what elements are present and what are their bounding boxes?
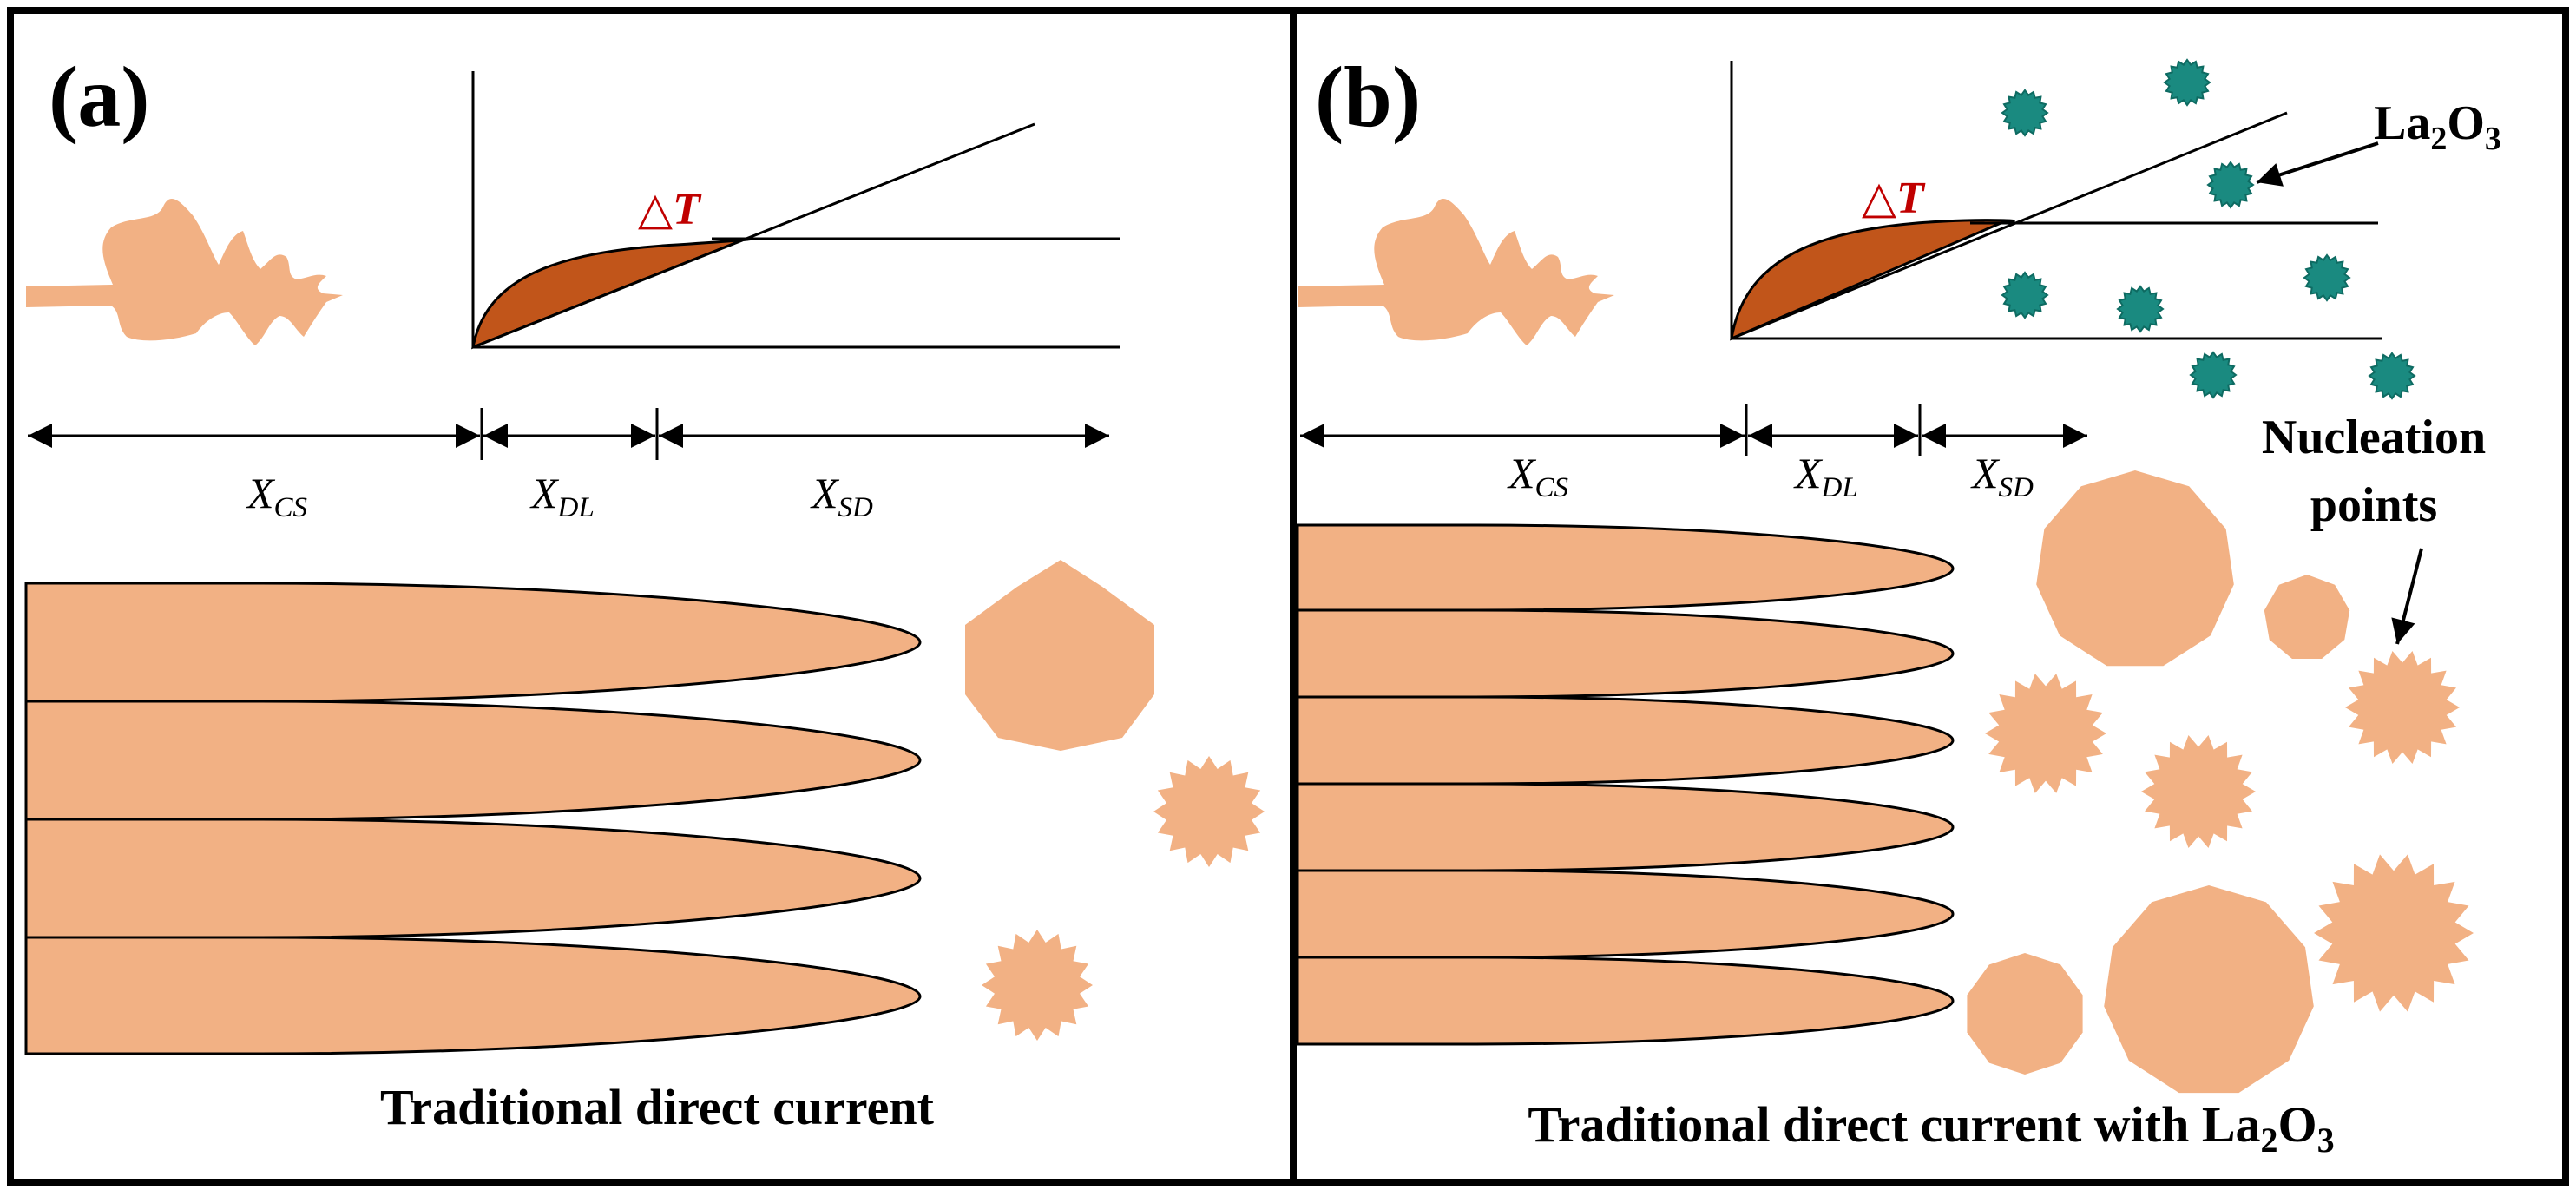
panel-a-columnar-dendrite bbox=[24, 700, 922, 821]
panel-b-la2o3-particle bbox=[2001, 271, 2049, 319]
la2o3-particle-shape bbox=[2189, 351, 2238, 399]
panel-b-temperature-line bbox=[1731, 111, 2288, 340]
panel-b-la2o3-particle bbox=[2189, 351, 2238, 399]
star-grain-shape bbox=[1985, 674, 2106, 793]
panel-b-border bbox=[1290, 7, 2569, 1186]
panel-b-columnar-dendrite bbox=[1296, 608, 1955, 699]
la2o3-particle-shape bbox=[2303, 253, 2351, 302]
panel-a-xdl-label: XDL bbox=[529, 469, 595, 523]
panel-b-equiaxed-grain bbox=[1967, 953, 2083, 1075]
panel-b-star-grain bbox=[1985, 674, 2106, 793]
panel-a-columnar-dendrites bbox=[24, 582, 922, 1055]
panel-b-la2o3-pointer bbox=[2256, 141, 2379, 187]
panel-b: (b) △T La2O3 XCS XDL XSD Nucleation bbox=[1290, 7, 2569, 1186]
panel-b-equiaxed-grain bbox=[2264, 575, 2350, 659]
panel-b-xcs-label: XCS bbox=[1507, 449, 1568, 503]
panel-a-delta-t: △T bbox=[638, 185, 702, 234]
panel-b-columnar-dendrite bbox=[1296, 782, 1955, 872]
panel-b-columnar-dendrites bbox=[1296, 523, 1955, 1046]
panel-a-columnar-dendrite bbox=[24, 582, 922, 703]
panel-b-equiaxed-grain bbox=[2036, 470, 2234, 667]
star-grain-shape bbox=[1153, 756, 1265, 867]
panel-a-caption: Traditional direct current bbox=[380, 1079, 935, 1135]
panel-a-xsd-label: XSD bbox=[810, 469, 873, 523]
panel-b-nucleation-pointer bbox=[2391, 548, 2423, 645]
panel-a-star-grain bbox=[982, 930, 1093, 1041]
polygon-grain-shape bbox=[2104, 885, 2314, 1094]
la2o3-particle-shape bbox=[2001, 89, 2049, 137]
panel-b-la2o3-particle bbox=[2368, 352, 2416, 400]
panel-b-columnar-dendrite bbox=[1296, 956, 1955, 1046]
panel-b-columnar-dendrite bbox=[1296, 695, 1955, 786]
polygon-grain-shape bbox=[2264, 575, 2350, 659]
la2o3-particle-shape bbox=[2368, 352, 2416, 400]
panel-a-star-grain bbox=[1153, 756, 1265, 867]
panel-b-la2o3-particle bbox=[2116, 285, 2165, 333]
panel-b-nucleation-label-line1: Nucleation bbox=[2262, 411, 2486, 464]
panel-b-caption: Traditional direct current with La2O3 bbox=[1528, 1096, 2334, 1160]
star-grain-shape bbox=[2345, 651, 2460, 764]
la2o3-particle-shape bbox=[2116, 285, 2165, 333]
panel-b-star-grain bbox=[2141, 735, 2256, 848]
star-grain-shape bbox=[2314, 854, 2474, 1012]
panel-b-xdl-label: XDL bbox=[1793, 449, 1858, 503]
star-grain-shape bbox=[2141, 735, 2256, 848]
panel-b-la2o3-particle bbox=[2206, 161, 2255, 209]
la2o3-particle-shape bbox=[2163, 58, 2211, 107]
panel-b-equiaxed-grain bbox=[2104, 885, 2314, 1094]
polygon-grain-shape bbox=[1967, 953, 2083, 1075]
panel-b-columnar-dendrite bbox=[1296, 869, 1955, 959]
star-grain-shape bbox=[982, 930, 1093, 1041]
panel-a-columnar-dendrite bbox=[24, 818, 922, 939]
panel-b-xsd-label: XSD bbox=[1970, 449, 2034, 503]
panel-b-star-grain bbox=[2314, 854, 2474, 1012]
panel-b-la2o3-particle bbox=[2303, 253, 2351, 302]
panel-b-undercooling-region bbox=[1730, 219, 2015, 341]
polygon-grain-shape bbox=[2036, 470, 2234, 667]
panel-b-small-dendrite bbox=[1298, 199, 1614, 345]
panel-a: (a) △T XCS XDL XSD Traditional dire bbox=[7, 7, 1297, 1186]
panel-a-small-dendrite bbox=[26, 199, 343, 345]
panel-b-nucleation-label-line2: points bbox=[2310, 478, 2437, 532]
panel-a-xcs-label: XCS bbox=[246, 469, 307, 523]
la2o3-particle-shape bbox=[2206, 161, 2255, 209]
panel-a-temperature-line bbox=[472, 122, 1035, 349]
panel-b-label: (b) bbox=[1315, 49, 1421, 145]
panel-a-equiaxed-grain bbox=[965, 560, 1154, 751]
panel-b-columnar-dendrite bbox=[1296, 523, 1955, 612]
panel-b-la2o3-particle bbox=[2001, 89, 2049, 137]
panel-b-la2o3-particle bbox=[2163, 58, 2211, 107]
panel-b-star-grain bbox=[2345, 651, 2460, 764]
panel-b-la2o3-label: La2O3 bbox=[2374, 96, 2501, 157]
panel-b-delta-t: △T bbox=[1862, 174, 1926, 223]
panel-a-label: (a) bbox=[49, 49, 150, 145]
panel-a-columnar-dendrite bbox=[24, 936, 922, 1055]
la2o3-particle-shape bbox=[2001, 271, 2049, 319]
